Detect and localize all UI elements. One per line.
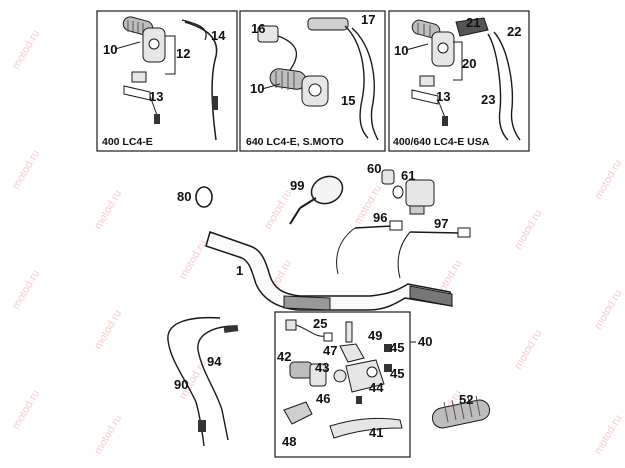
part-number: 10 <box>250 81 264 96</box>
switch-housing-part <box>339 321 365 363</box>
brake-switch-cable <box>397 227 471 279</box>
part-number: 15 <box>341 93 355 108</box>
part-number: 25 <box>313 316 327 331</box>
clutch-switch-cable <box>336 220 403 275</box>
throttle-cable-90 <box>167 316 221 447</box>
clutch-cable-94 <box>197 325 239 441</box>
handlebar-switch-part <box>381 169 435 215</box>
leader-line <box>114 41 141 50</box>
variant-box-400-lc4e: 10 12 14 13 400 LC4-E <box>96 10 238 152</box>
hose-clamp-part <box>195 186 213 208</box>
watermark: motod.ru <box>592 158 624 202</box>
part-number: 10 <box>394 43 408 58</box>
part-number: 41 <box>369 425 383 440</box>
throttle-cap-part <box>455 17 489 37</box>
part-number: 47 <box>323 343 337 358</box>
lever-assembly-box: 25 49 47 40 42 43 45 45 44 46 48 41 <box>274 311 432 458</box>
lever-cover-part <box>283 401 313 425</box>
cable <box>351 27 379 141</box>
watermark: motod.ru <box>10 148 42 192</box>
part-number: 16 <box>251 21 265 36</box>
throttle-grip-part <box>269 68 329 107</box>
part-number: 96 <box>373 210 387 225</box>
part-number: 20 <box>462 56 476 71</box>
part-number: 22 <box>507 24 521 39</box>
part-number: 43 <box>315 360 329 375</box>
leader-line <box>453 41 463 81</box>
variant-caption: 400/640 LC4-E USA <box>393 136 490 148</box>
clamp-part <box>289 361 347 387</box>
part-number: 42 <box>277 349 291 364</box>
throttle-cable <box>184 21 218 141</box>
part-number: 10 <box>103 42 117 57</box>
switch-part <box>411 75 448 126</box>
variant-box-640-lc4e-smoto: 16 17 10 15 640 LC4-E, S.MOTO <box>239 10 386 152</box>
box-frame <box>274 311 411 458</box>
part-number: 94 <box>207 354 222 369</box>
part-number: 13 <box>149 89 163 104</box>
cable <box>277 35 298 71</box>
watermark: motod.ru <box>10 268 42 312</box>
part-number: 23 <box>481 92 495 107</box>
part-number: 61 <box>401 168 415 183</box>
part-number: 48 <box>282 434 296 449</box>
watermark: motod.ru <box>10 28 42 72</box>
watermark: motod.ru <box>92 308 124 352</box>
screws <box>356 344 392 404</box>
watermark: motod.ru <box>592 288 624 332</box>
watermark: motod.ru <box>592 413 624 457</box>
switch-part <box>123 71 160 124</box>
part-number: 1 <box>236 263 243 278</box>
variant-caption: 640 LC4-E, S.MOTO <box>246 136 344 148</box>
leader-line <box>405 43 429 51</box>
part-number: 97 <box>434 216 448 231</box>
handlebar-part <box>205 231 453 311</box>
watermark: motod.ru <box>92 413 124 457</box>
watermark: motod.ru <box>10 388 42 432</box>
throttle-grip-part <box>122 16 166 63</box>
watermark: motod.ru <box>92 188 124 232</box>
part-number: 49 <box>368 328 382 343</box>
lever-bracket-part <box>345 359 385 393</box>
leader-line <box>261 83 281 90</box>
part-number: 45 <box>390 366 404 381</box>
box-frame <box>239 10 386 152</box>
cable <box>487 33 509 141</box>
box-frame <box>388 10 530 152</box>
part-number: 17 <box>361 12 375 27</box>
hand-lever-part <box>329 417 403 439</box>
watermark: motod.ru <box>262 188 294 232</box>
part-number: 12 <box>176 46 190 61</box>
part-number: 46 <box>316 391 330 406</box>
part-number: 13 <box>436 89 450 104</box>
throttle-housing-part <box>257 17 349 43</box>
part-number: 44 <box>369 380 384 395</box>
part-number: 40 <box>418 334 432 349</box>
part-number: 14 <box>211 28 226 43</box>
leader-line <box>165 35 176 75</box>
variant-box-400-640-lc4e-usa: 21 22 10 20 13 23 400/640 LC4-E USA <box>388 10 530 152</box>
watermark: motod.ru <box>512 328 544 372</box>
part-number: 90 <box>174 377 188 392</box>
box-frame <box>96 10 238 152</box>
watermark: motod.ru <box>512 208 544 252</box>
handlebar-grip-part <box>431 395 491 429</box>
throttle-grip-part <box>411 19 455 67</box>
part-number: 80 <box>177 189 191 204</box>
mirror-part <box>289 175 344 225</box>
cable <box>493 31 521 141</box>
variant-caption: 400 LC4-E <box>102 136 153 148</box>
watermark: motod.ru <box>177 238 209 282</box>
part-number: 99 <box>290 178 304 193</box>
part-number: 60 <box>367 161 381 176</box>
cable <box>344 25 369 139</box>
part-number: 45 <box>390 340 404 355</box>
part-number: 52 <box>459 392 473 407</box>
sensor-part <box>285 319 333 342</box>
part-number: 21 <box>466 15 480 30</box>
